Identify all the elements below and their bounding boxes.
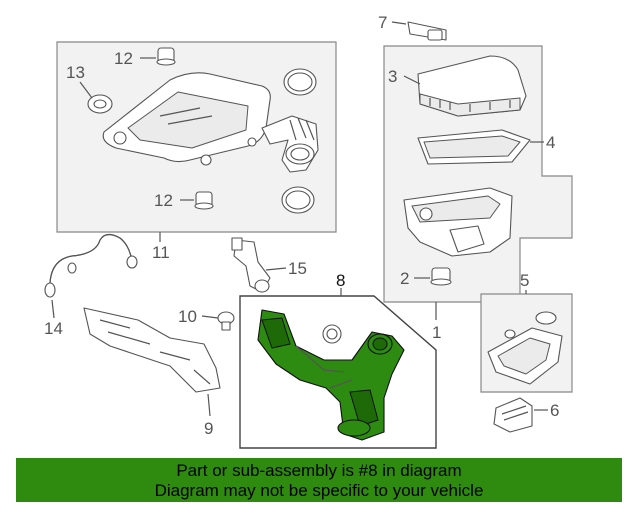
seal-13 xyxy=(87,94,113,114)
fastener-10 xyxy=(217,311,235,331)
grommet-12-top xyxy=(156,47,176,66)
callout-8: 8 xyxy=(336,271,345,290)
bracket-6 xyxy=(493,397,533,433)
callout-1: 1 xyxy=(432,323,441,342)
bracket-5 xyxy=(487,311,563,385)
air-filter xyxy=(417,129,531,165)
callout-12-bottom: 12 xyxy=(154,191,173,210)
callout-11: 11 xyxy=(152,243,170,262)
callout-4: 4 xyxy=(546,133,555,152)
grommet-2 xyxy=(430,267,452,286)
hose-clamp-top xyxy=(283,68,317,96)
air-cleaner-housing xyxy=(403,187,513,257)
callout-15: 15 xyxy=(288,259,307,278)
leader-lines xyxy=(51,21,548,417)
sensor-7 xyxy=(407,21,447,41)
callout-2: 2 xyxy=(400,269,409,288)
part-notice-banner: Part or sub-assembly is #8 in diagram Di… xyxy=(16,458,622,502)
heat-shield-9 xyxy=(83,307,221,393)
callout-7: 7 xyxy=(378,13,387,32)
callout-3: 3 xyxy=(388,67,397,86)
grommet-12-bottom xyxy=(194,191,214,210)
banner-line-2: Diagram may not be specific to your vehi… xyxy=(154,481,484,500)
callout-14: 14 xyxy=(44,319,63,338)
callout-9: 9 xyxy=(204,419,213,438)
callout-5: 5 xyxy=(520,271,529,290)
engine-cover xyxy=(102,72,271,166)
banner-line-1: Part or sub-assembly is #8 in diagram xyxy=(176,461,462,480)
connector-15 xyxy=(231,237,271,293)
callout-12-top: 12 xyxy=(114,49,133,68)
air-cleaner-lid xyxy=(417,55,527,117)
seal-ring-8 xyxy=(322,324,342,344)
air-intake-duct-8 xyxy=(257,309,405,441)
intake-duct-small xyxy=(261,115,319,173)
callout-13: 13 xyxy=(66,63,85,82)
hose-clamp-bottom xyxy=(281,186,315,214)
parts-diagram: 1 2 3 4 5 6 7 8 9 10 11 12 12 13 14 15 xyxy=(44,13,573,449)
callout-10: 10 xyxy=(178,307,197,326)
hose-14 xyxy=(44,233,138,298)
callout-6: 6 xyxy=(550,401,559,420)
